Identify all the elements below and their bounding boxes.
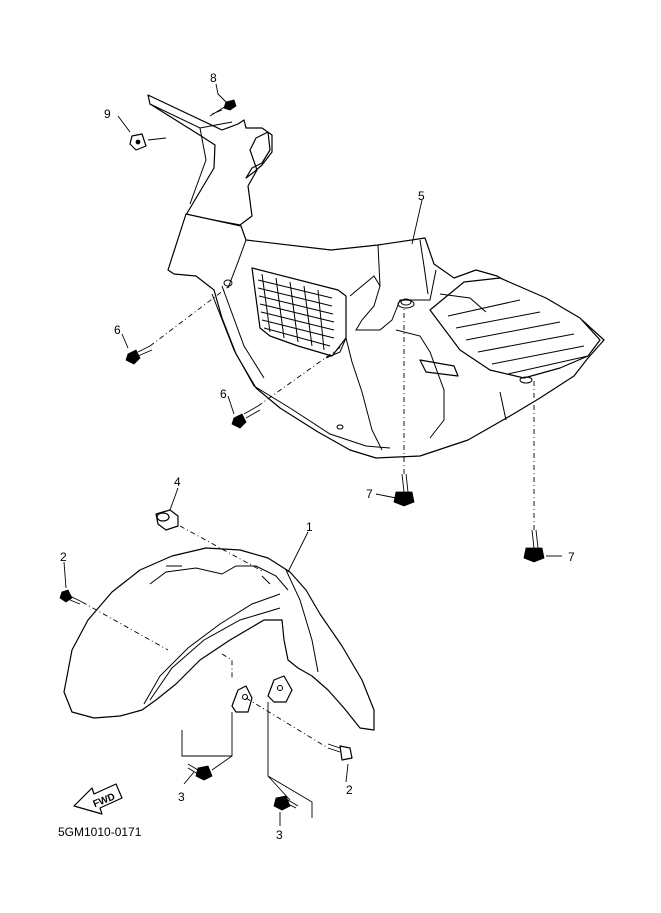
footrest-board-part	[147, 94, 605, 459]
bolt-6-lower-icon	[231, 405, 261, 429]
grommet-4-icon	[155, 509, 179, 531]
callout-4: 4	[174, 475, 181, 489]
drawing-code: 5GM1010-0171	[58, 825, 142, 839]
bolt-6-upper-icon	[125, 345, 153, 365]
callout-3-right: 3	[276, 828, 283, 842]
front-fender-part	[63, 547, 375, 731]
bolt-3-right-icon	[273, 795, 299, 811]
callout-leaders	[63, 83, 562, 826]
bolt-7-right-icon	[523, 529, 545, 563]
forward-arrow-icon: FWD	[73, 783, 123, 815]
callout-6-lower: 6	[220, 387, 227, 401]
nut-9-icon	[129, 133, 147, 151]
bolt-3-left-icon	[187, 763, 213, 781]
assembly-leaders	[81, 137, 535, 818]
callout-9: 9	[104, 107, 111, 121]
callout-6-upper: 6	[114, 323, 121, 337]
callout-2-right: 2	[346, 783, 353, 797]
callout-7-right: 7	[568, 550, 575, 564]
screw-2-right-icon	[327, 743, 353, 761]
callout-3-left: 3	[178, 790, 185, 804]
callout-1: 1	[306, 520, 313, 534]
screw-2-left-icon	[59, 589, 83, 605]
bolt-8-icon	[209, 99, 237, 117]
bolt-7-center-icon	[393, 473, 415, 507]
callout-8: 8	[210, 71, 217, 85]
callout-2-left: 2	[60, 550, 67, 564]
callout-5: 5	[418, 189, 425, 203]
vent-slats	[257, 273, 335, 351]
callout-7-center: 7	[366, 487, 373, 501]
